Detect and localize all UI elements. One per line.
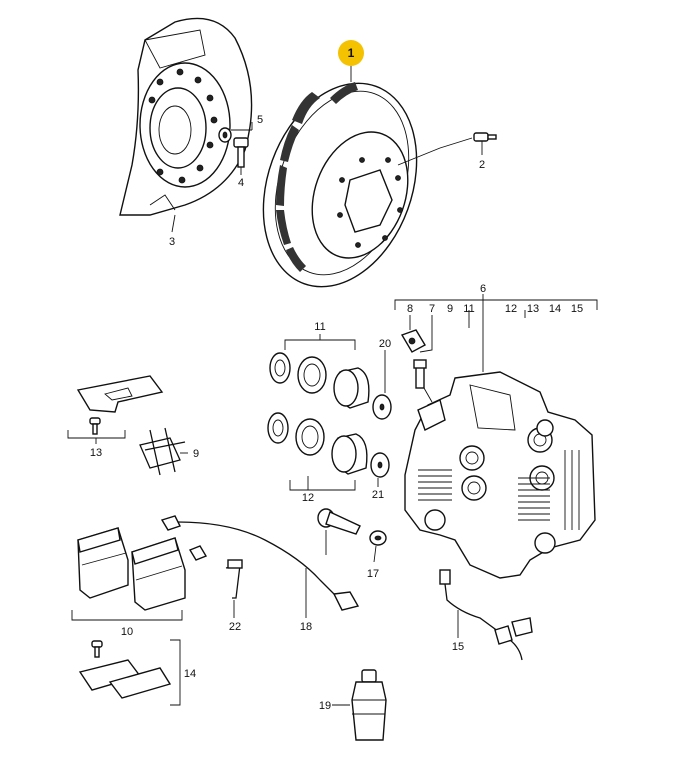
wear-sensor xyxy=(160,515,360,611)
callout-15-top: 15 xyxy=(571,303,583,315)
callout-17: 17 xyxy=(367,568,379,580)
callout-6: 6 xyxy=(480,283,486,295)
brake-line xyxy=(439,569,533,661)
disc-screw xyxy=(473,132,497,142)
pad-spring xyxy=(139,427,186,476)
piston-set-upper xyxy=(269,352,370,409)
bleeder-screw xyxy=(413,359,427,389)
callout-13-top: 13 xyxy=(527,303,539,315)
plate-screw xyxy=(89,417,101,435)
callout-5: 5 xyxy=(257,114,263,126)
shield-bolt xyxy=(233,137,249,175)
sensor-clip xyxy=(225,559,243,599)
spacer-20 xyxy=(372,394,392,420)
callout-20: 20 xyxy=(379,338,391,350)
callout-8: 8 xyxy=(407,303,413,315)
caliper-washer xyxy=(369,530,387,546)
brake-pad-left xyxy=(77,527,129,599)
callout-7: 7 xyxy=(429,303,435,315)
bleeder-valve xyxy=(400,329,426,353)
callout-14: 14 xyxy=(184,668,196,680)
brake-pad-right xyxy=(131,537,186,611)
callout-13: 13 xyxy=(90,447,102,459)
callout-21: 21 xyxy=(372,489,384,501)
callout-11-top: 11 xyxy=(463,303,474,315)
callout-22: 22 xyxy=(229,621,241,633)
callout-2: 2 xyxy=(479,159,485,171)
brake-disc xyxy=(262,82,418,288)
callout-18: 18 xyxy=(300,621,312,633)
brake-caliper xyxy=(404,371,596,579)
piston-set-lower xyxy=(267,412,368,475)
callout-15: 15 xyxy=(452,641,464,653)
caliper-bolt xyxy=(317,508,361,535)
pad-shims xyxy=(78,640,172,699)
callout-12-top: 12 xyxy=(505,303,517,315)
callout-10: 10 xyxy=(121,626,133,638)
callout-9-top: 9 xyxy=(447,303,453,315)
callout-11: 11 xyxy=(314,321,325,333)
shield-washer xyxy=(218,127,232,143)
spacer-21 xyxy=(370,452,390,478)
highlighted-callout-label: 1 xyxy=(348,46,355,60)
callout-14-top: 14 xyxy=(549,303,561,315)
highlighted-callout[interactable] xyxy=(338,40,364,66)
callout-9: 9 xyxy=(193,448,199,460)
callout-3: 3 xyxy=(169,236,175,248)
callout-4: 4 xyxy=(238,177,244,189)
grease-tube xyxy=(351,669,387,741)
anti-rattle-plate xyxy=(76,375,164,413)
callout-12: 12 xyxy=(302,492,314,504)
dust-shield xyxy=(119,17,253,216)
callout-19: 19 xyxy=(319,700,331,712)
